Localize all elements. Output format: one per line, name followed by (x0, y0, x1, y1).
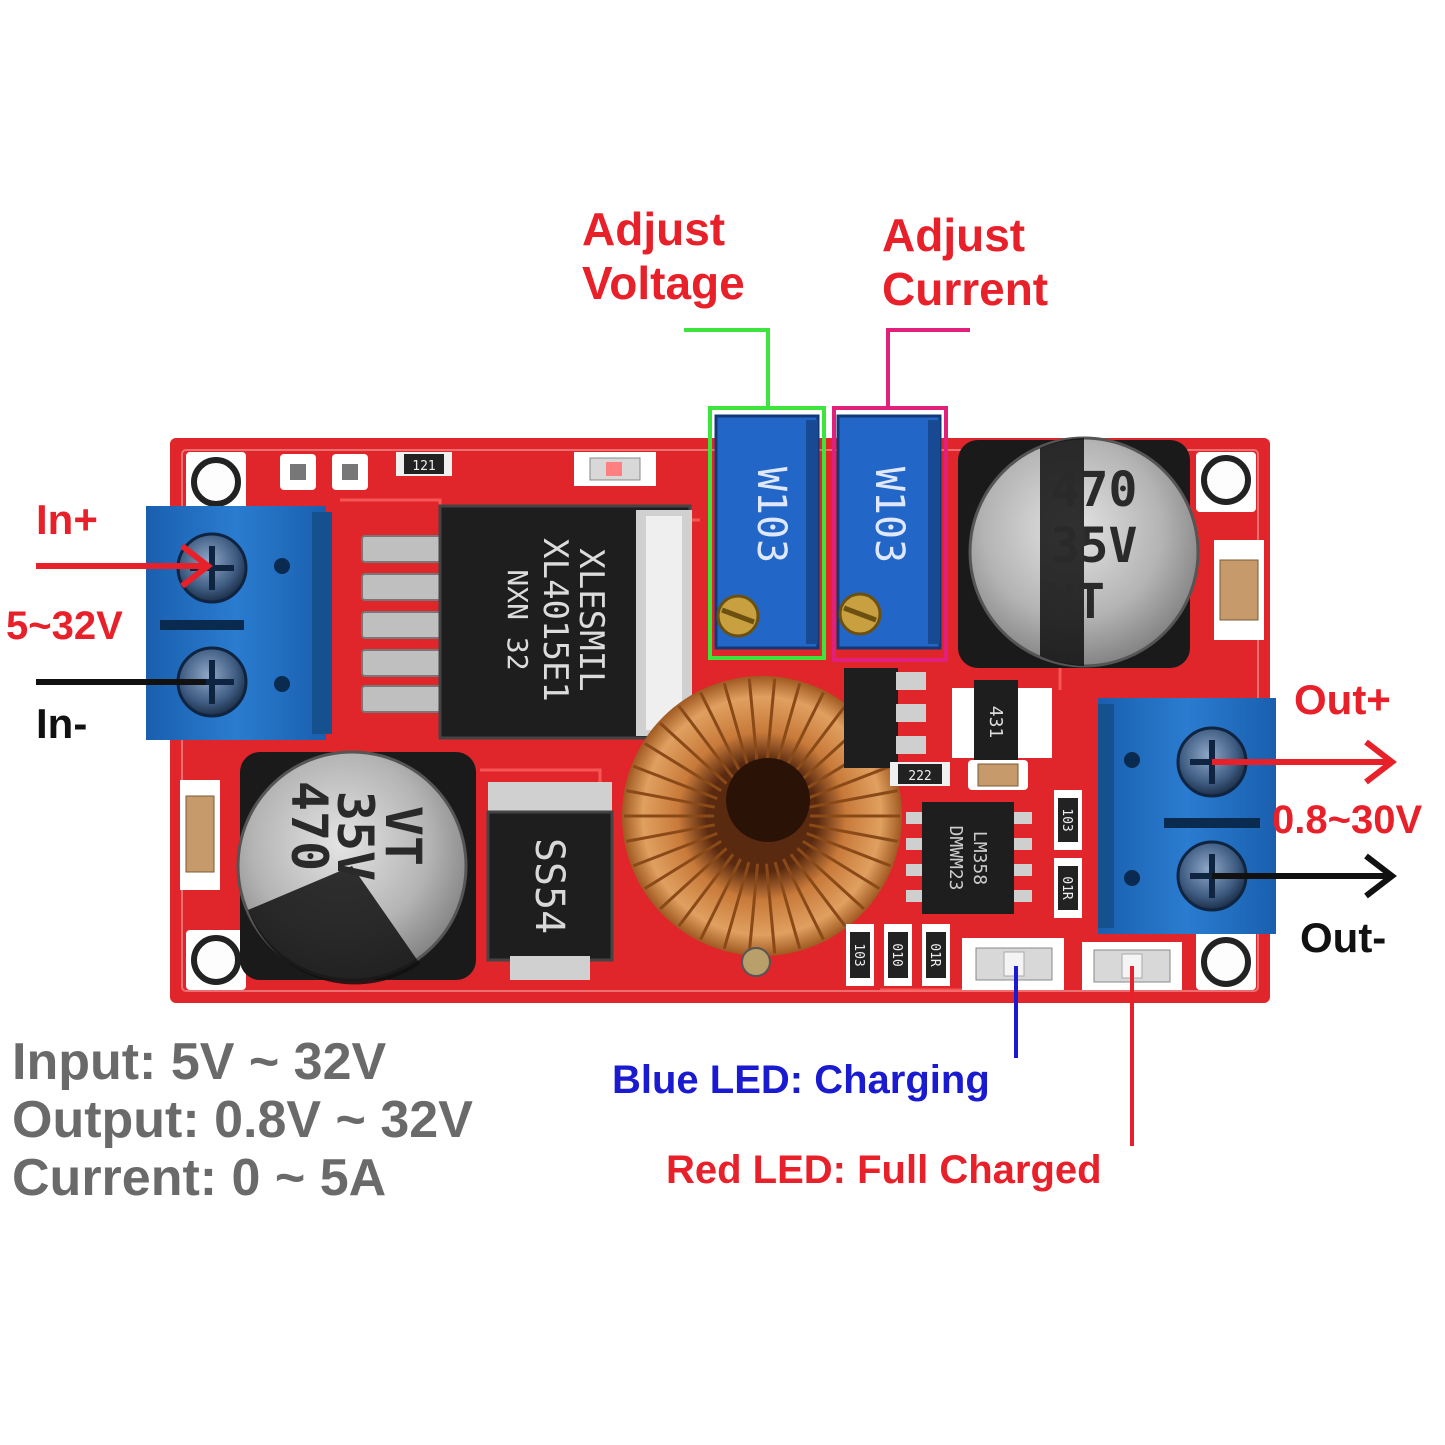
regulator-text-3: NXN 32 (501, 569, 534, 670)
in-minus-label: In- (36, 700, 88, 747)
lm358-opamp-chip: LM358 DMWM23 (906, 802, 1032, 914)
output-capacitor: 470 35V VT (958, 436, 1200, 668)
coil-turn (808, 823, 898, 843)
red-led-label: Red LED: Full Charged (666, 1148, 1102, 1192)
ss54-diode: SS54 (486, 782, 614, 980)
coil-turn (789, 704, 847, 779)
adjust-voltage-label-2: Voltage (582, 257, 745, 309)
coil-turn (632, 831, 718, 868)
voltage-callout-line (684, 328, 826, 660)
output-terminal-block (1098, 698, 1276, 934)
out-minus-label: Out- (1300, 914, 1387, 961)
in-plus-label: In+ (36, 496, 98, 543)
coil-turn (782, 858, 825, 941)
out-minus-arrow (1212, 853, 1397, 899)
regulator-text-1: XLESMIL (571, 548, 611, 691)
regulator-text-2: XL4015E1 (535, 538, 575, 702)
svg-text:470: 470 (280, 781, 338, 871)
spec-current: Current: 0 ~ 5A (12, 1149, 387, 1207)
coil-turn (643, 742, 722, 793)
coil-turn (747, 678, 760, 769)
coil-turn (773, 682, 802, 771)
input-terminal-block (146, 506, 332, 740)
mounting-holes (186, 452, 1256, 990)
coil-turn (659, 847, 728, 911)
coil-turn (626, 789, 716, 809)
current-callout-line (832, 328, 970, 662)
coil-turn (764, 863, 777, 954)
smd-r1-text: 121 (412, 459, 435, 474)
svg-text:LM358: LM358 (969, 831, 990, 885)
coil-turn (764, 678, 777, 769)
spec-input: Input: 5V ~ 32V (12, 1033, 387, 1091)
coil-turn (659, 721, 728, 785)
coil-turn (722, 861, 751, 950)
svg-text:VT: VT (374, 806, 432, 866)
out-plus-label: Out+ (1294, 676, 1391, 723)
coil-turn (773, 861, 802, 950)
coil-turn (643, 839, 722, 890)
svg-text:470: 470 (1051, 462, 1138, 518)
svg-text:01R: 01R (1059, 876, 1074, 900)
coil-turn (796, 847, 865, 911)
svg-text:103: 103 (851, 943, 866, 966)
coil-turn (802, 839, 881, 890)
svg-text:010: 010 (889, 943, 904, 966)
svg-text:W103: W103 (748, 467, 794, 563)
svg-text:DMWM23: DMWM23 (945, 825, 966, 890)
voltage-trimpot: W103 (714, 414, 820, 650)
blue-led-label: Blue LED: Charging (612, 1058, 990, 1102)
coil-turn (747, 863, 760, 954)
svg-text:103: 103 (1059, 808, 1074, 831)
coil-turn (722, 682, 751, 771)
coil-turn (806, 831, 892, 868)
input-capacitor: 470 35V VT (236, 750, 476, 985)
coil-turn (806, 764, 892, 801)
svg-text:35V: 35V (1051, 518, 1138, 574)
svg-text:01R: 01R (927, 943, 942, 967)
svg-text:431: 431 (985, 706, 1006, 739)
output-range-label: 0.8~30V (1272, 798, 1423, 842)
tl431-chip: 431 (952, 680, 1052, 766)
adjust-current-label-1: Adjust (882, 209, 1026, 261)
blue-charging-led (962, 938, 1064, 990)
svg-text:W103: W103 (866, 467, 912, 563)
coil-turn (632, 764, 718, 801)
coil-turn (789, 853, 847, 928)
svg-text:222: 222 (908, 769, 931, 784)
coil-turn (677, 853, 735, 928)
input-range-label: 5~32V (6, 604, 123, 648)
svg-text:SS54: SS54 (526, 838, 572, 934)
coil-turn (677, 704, 735, 779)
current-trimpot: W103 (836, 414, 942, 650)
coil-turn (699, 691, 742, 774)
coil-turn (782, 691, 825, 774)
adjust-voltage-label-1: Adjust (582, 203, 726, 255)
svg-text:VT: VT (1047, 574, 1105, 630)
coil-turn (626, 823, 716, 843)
xl4015-regulator-chip: XLESMIL XL4015E1 NXN 32 (361, 504, 692, 740)
svg-text:35V: 35V (326, 791, 384, 881)
out-plus-arrow (1212, 739, 1397, 785)
coil-turn (808, 789, 898, 809)
in-plus-arrow (36, 543, 213, 589)
spec-output: Output: 0.8V ~ 32V (12, 1091, 473, 1149)
toroidal-inductor (622, 676, 902, 977)
adjust-current-label-2: Current (882, 263, 1049, 315)
coil-turn (699, 858, 742, 941)
